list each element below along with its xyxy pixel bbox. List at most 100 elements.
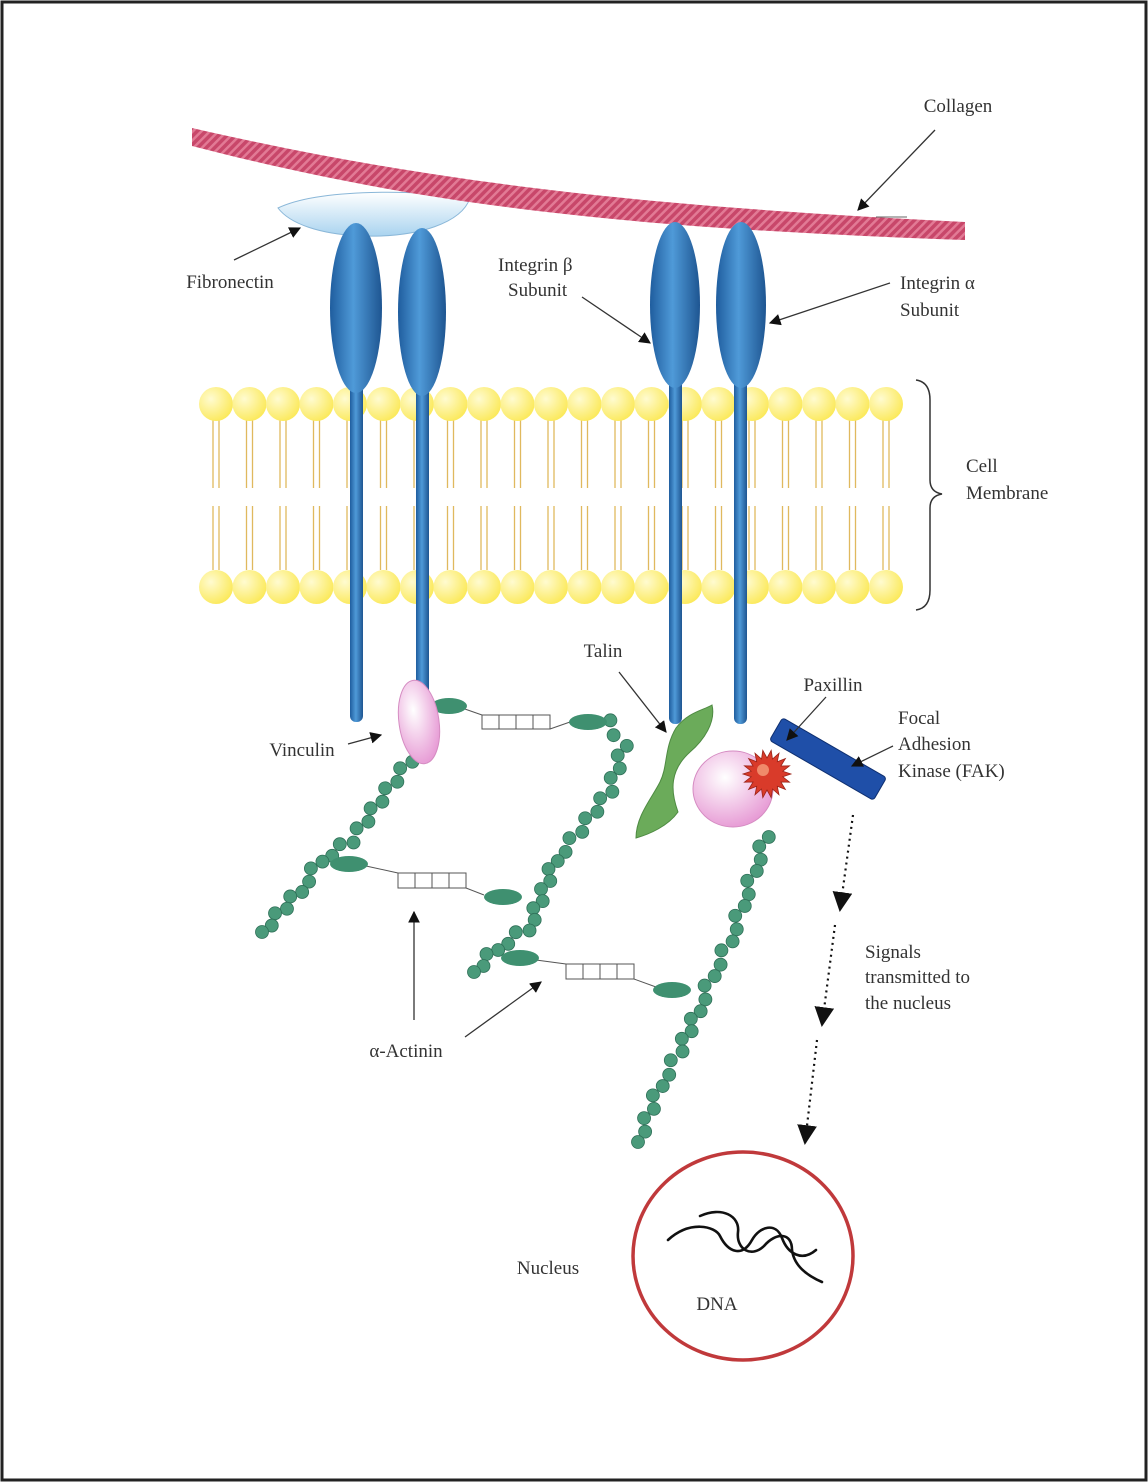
integrin-alpha-head-right [716, 222, 766, 388]
actin-bead [714, 958, 727, 971]
actin-bead [676, 1045, 689, 1058]
actin-bead [269, 907, 282, 920]
talin-label: Talin [584, 641, 623, 662]
nucleus-label: Nucleus [517, 1258, 579, 1279]
fak-label-line2: Adhesion [898, 734, 971, 755]
actin-bead [316, 855, 329, 868]
lipid-head [233, 570, 267, 604]
lipid-head [467, 387, 501, 421]
integrin-beta-stalk-left [350, 360, 363, 722]
actin-bead [594, 792, 607, 805]
lipid-head [836, 387, 870, 421]
actin-bead [333, 838, 346, 851]
fak-label-line3: Kinase (FAK) [898, 761, 1005, 782]
actin-bead [563, 832, 576, 845]
actin-bead [542, 862, 555, 875]
fak-label-line1: Focal [898, 708, 940, 729]
actin-bead [607, 729, 620, 742]
paxillin-label: Paxillin [803, 675, 863, 696]
actin-bead [606, 785, 619, 798]
lipid-head [869, 570, 903, 604]
actin-bead [646, 1089, 659, 1102]
actin-bead [523, 924, 536, 937]
lipid-head [534, 387, 568, 421]
cell-membrane-label-line1: Cell [966, 456, 998, 477]
vinculin-label: Vinculin [269, 740, 335, 761]
integrin-alpha-head-left [398, 228, 446, 396]
cell-membrane-label-line2: Membrane [966, 483, 1048, 504]
actin-bead [656, 1080, 669, 1093]
lipid-head [434, 570, 468, 604]
actin-bead [296, 885, 309, 898]
actin-bead [376, 795, 389, 808]
actin-bead [362, 815, 375, 828]
paxillin-highlight [757, 764, 769, 776]
lipid-head [501, 570, 535, 604]
actin-bead [663, 1068, 676, 1081]
actin-bead [698, 979, 711, 992]
actin-bead [638, 1112, 651, 1125]
integrin-beta-stalk-right [669, 360, 682, 724]
actin-bead [492, 943, 505, 956]
actin-bead [729, 909, 742, 922]
actin-bead [753, 840, 766, 853]
lipid-head [367, 387, 401, 421]
actin-bead [715, 944, 728, 957]
lipid-head [702, 570, 736, 604]
lipid-head [869, 387, 903, 421]
collagen-label: Collagen [924, 96, 993, 117]
signals-label-line1: Signals [865, 942, 921, 963]
nucleus-ring [633, 1152, 853, 1360]
actin-bead [684, 1012, 697, 1025]
integrin-beta-head-right [650, 222, 700, 388]
actin-bead [509, 926, 522, 939]
lipid-head [635, 387, 669, 421]
actin-bead [742, 888, 755, 901]
lipid-head [367, 570, 401, 604]
actin-bead [347, 836, 360, 849]
actin-bead [611, 749, 624, 762]
lipid-head [601, 387, 635, 421]
alpha-actinin-label: α-Actinin [369, 1041, 443, 1062]
actin-bead [738, 899, 751, 912]
integrin-alpha-stalk-left [416, 362, 429, 732]
actin-bead [632, 1136, 645, 1149]
actin-bead [664, 1054, 677, 1067]
lipid-head [266, 570, 300, 604]
actin-bead [284, 890, 297, 903]
actin-bead [535, 882, 548, 895]
lipid-head [501, 387, 535, 421]
lipid-head [601, 570, 635, 604]
integrin-beta-label-line1: Integrin β [498, 255, 573, 276]
actin-bead [280, 902, 293, 915]
integrin-beta-head-left [330, 223, 382, 393]
actin-bead [591, 805, 604, 818]
actin-bead [604, 771, 617, 784]
actin-bead [391, 775, 404, 788]
lipid-head [467, 570, 501, 604]
lipid-head [568, 387, 602, 421]
lipid-head [300, 387, 334, 421]
lipid-head [199, 570, 233, 604]
actin-bead [350, 822, 363, 835]
lipid-head [802, 387, 836, 421]
actin-bead [394, 762, 407, 775]
actin-bead [699, 993, 712, 1006]
actin-bead [304, 862, 317, 875]
lipid-head [769, 387, 803, 421]
actin-bead [364, 802, 377, 815]
signals-label-line3: the nucleus [865, 993, 951, 1014]
lipid-head [769, 570, 803, 604]
actin-bead [675, 1032, 688, 1045]
dna-label: DNA [696, 1294, 737, 1315]
lipid-head [568, 570, 602, 604]
actin-bead [762, 830, 775, 843]
actin-bead [379, 782, 392, 795]
lipid-head [802, 570, 836, 604]
actin-bead [527, 902, 540, 915]
actin-bead [256, 926, 269, 939]
actin-bead [647, 1102, 660, 1115]
signals-label-line2: transmitted to [865, 967, 970, 988]
actin-bead [480, 948, 493, 961]
